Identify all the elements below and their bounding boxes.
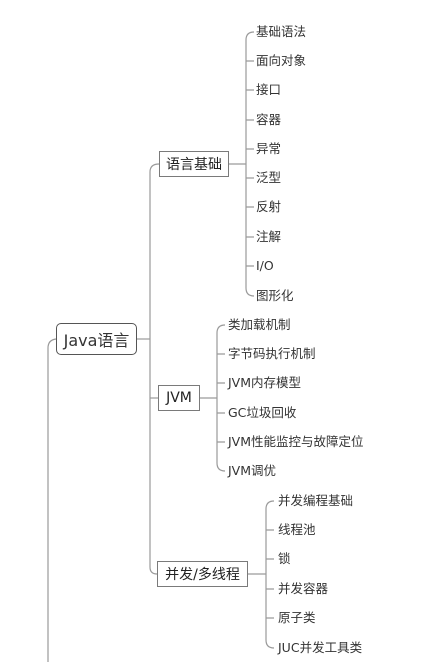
leaf-node[interactable]: JVM调优 [228, 463, 277, 478]
leaf-node[interactable]: JVM性能监控与故障定位 [228, 434, 364, 449]
leaf-node[interactable]: 面向对象 [256, 53, 307, 68]
leaf-node[interactable]: 反射 [256, 199, 282, 214]
root-node-label: Java语言 [63, 331, 130, 350]
leaf-node[interactable]: GC垃圾回收 [228, 405, 297, 420]
branch-bus [149, 163, 160, 575]
branch-node-jvm[interactable]: JVM [158, 385, 200, 411]
branch-node-label: 并发/多线程 [165, 567, 240, 583]
leaf-node[interactable]: 容器 [256, 112, 282, 127]
leaf-node[interactable]: 原子类 [278, 610, 316, 625]
root-node[interactable]: Java语言 [56, 323, 137, 355]
leaf-node[interactable]: 字节码执行机制 [228, 346, 316, 361]
branch-node-concurrency[interactable]: 并发/多线程 [157, 561, 248, 587]
language-leaf-connectors [246, 60, 254, 267]
leaf-node[interactable]: 异常 [256, 141, 282, 156]
jvm-children-bus [216, 324, 226, 472]
leaf-node[interactable]: 类加载机制 [228, 317, 291, 332]
branch-node-label: JVM [166, 390, 192, 406]
leaf-node[interactable]: 注解 [256, 229, 282, 244]
branch-node-language-basics[interactable]: 语言基础 [159, 151, 229, 177]
language-children-bus [245, 31, 255, 297]
leaf-node[interactable]: 锁 [278, 551, 291, 566]
leaf-node[interactable]: JVM内存模型 [228, 375, 302, 390]
leaf-node[interactable]: 接口 [256, 82, 282, 97]
leaf-node[interactable]: 线程池 [278, 522, 316, 537]
leaf-node[interactable]: 并发编程基础 [278, 493, 354, 508]
leaf-node[interactable]: I/O [256, 258, 274, 273]
concurrency-children-bus [265, 500, 275, 649]
branch-node-label: 语言基础 [166, 157, 222, 173]
leaf-node[interactable]: 图形化 [256, 288, 294, 303]
leaf-node[interactable]: 并发容器 [278, 581, 329, 596]
concurrency-leaf-connectors [266, 529, 274, 619]
leaf-node[interactable]: 基础语法 [256, 24, 307, 39]
trunk-connector [47, 338, 57, 662]
leaf-node[interactable]: JUC并发工具类 [278, 640, 363, 655]
leaf-node[interactable]: 泛型 [256, 170, 282, 185]
jvm-leaf-connectors [217, 353, 225, 443]
